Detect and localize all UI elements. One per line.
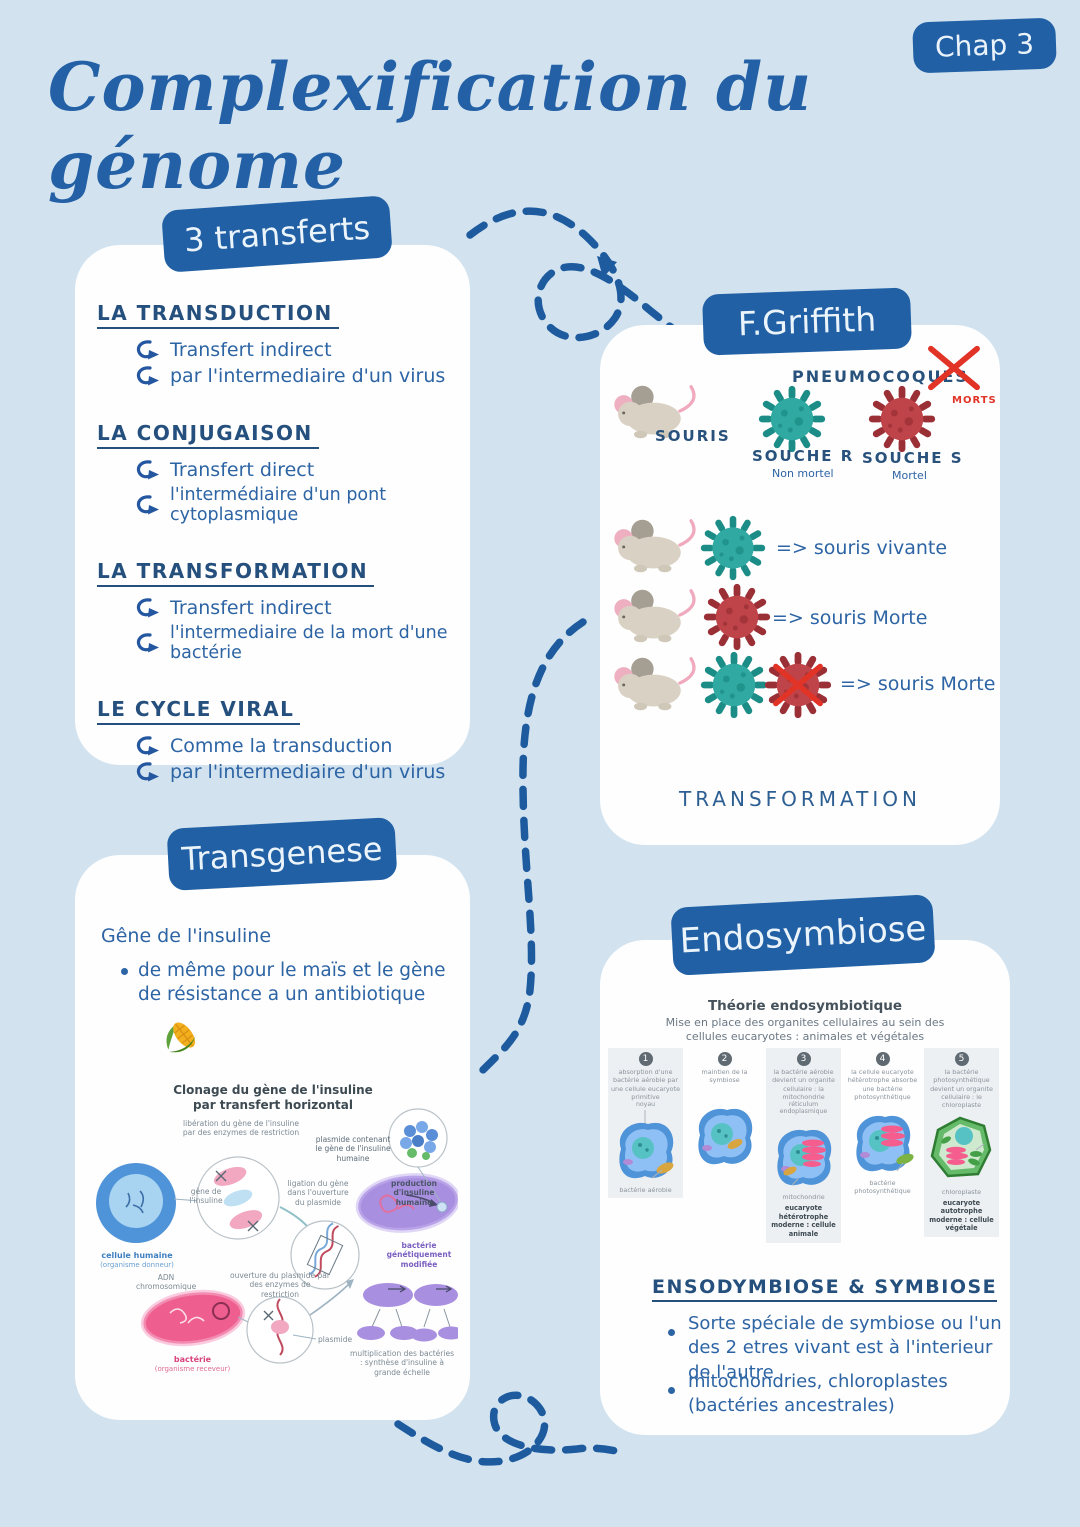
- uturn-arrow-icon: [135, 340, 161, 360]
- bullet-dot: [668, 1329, 675, 1336]
- uturn-arrow-icon: [135, 598, 161, 618]
- section-item: l'intermediaire de la mort d'une bactéri…: [170, 623, 448, 663]
- label-bacterie-modifiee: bactérie génétiquement modifiée: [386, 1241, 452, 1269]
- chapter-badge: Chap 3: [912, 17, 1057, 74]
- section-item: par l'intermediaire d'un virus: [170, 761, 446, 783]
- transgenese-intro: Gêne de l'insuline: [101, 925, 272, 947]
- transgenese-bullet: de même pour le maïs et le gène de résis…: [121, 959, 451, 1007]
- diagram-shapes: [96, 1108, 458, 1364]
- diagram-title: Clonage du gène de l'insuline par transf…: [173, 1083, 373, 1112]
- endo-step-5: 5 la bactérie photosynthétique devient u…: [924, 1048, 999, 1237]
- label-plasmide-contenant: plasmide contenant le gène de l'insuline…: [315, 1135, 391, 1163]
- connector-middle: [477, 618, 587, 1076]
- cell-illustration: [689, 1094, 759, 1166]
- bullet-dot: [668, 1387, 675, 1394]
- virus-red-icon: [703, 583, 771, 651]
- transfers-section-cycle-viral: LE CYCLE VIRAL Comme la transduction par…: [97, 697, 470, 783]
- virus-teal-icon: [700, 651, 768, 719]
- section-heading: LA TRANSFORMATION: [97, 559, 375, 587]
- label-plasmide: plasmide: [318, 1335, 353, 1344]
- bullet-dot: [121, 968, 128, 975]
- mouse-icon: [608, 517, 703, 575]
- section-heading: LE CYCLE VIRAL: [97, 697, 301, 725]
- section-heading: LA TRANSDUCTION: [97, 301, 339, 329]
- cell-illustration: [847, 1101, 914, 1172]
- noyau-label: noyau: [635, 1101, 656, 1109]
- souche-s-label: SOUCHE S: [862, 449, 964, 467]
- endo-symbiose-heading: ENSODYMBIOSE & SYMBIOSE: [652, 1276, 998, 1302]
- page-title: Complexification du génome: [48, 48, 813, 204]
- row1-result: => souris vivante: [776, 537, 948, 559]
- griffith-badge: F.Griffith: [701, 287, 913, 356]
- mouse-icon: [608, 587, 703, 645]
- connector-arrowhead: [597, 256, 617, 278]
- label-ouverture: ouverture du plasmide par des enzymes de…: [230, 1271, 330, 1299]
- row3-result: => souris Morte: [840, 673, 996, 695]
- uturn-arrow-icon: [135, 366, 161, 386]
- uturn-arrow-icon: [135, 460, 161, 480]
- transfers-section-transformation: LA TRANSFORMATION Transfert indirect l'i…: [97, 559, 470, 663]
- section-heading: LA CONJUGAISON: [97, 421, 319, 449]
- cell-illustration: [930, 1116, 992, 1177]
- theory-title: Théorie endosymbiotique: [707, 998, 903, 1014]
- endo-step-3: 3 la bactérie aérobie devient un organit…: [766, 1048, 841, 1243]
- transfers-section-conjugaison: LA CONJUGAISON Transfert direct l'interm…: [97, 421, 470, 525]
- endo-step-2: 2 maintien de la symbiose: [687, 1048, 762, 1174]
- endo-step-1: 1 absorption d'une bactérie aérobie par …: [608, 1048, 683, 1199]
- red-x-icon: [770, 661, 826, 709]
- section-item: Transfert indirect: [170, 597, 332, 619]
- label-production: production d'insuline humaine: [390, 1179, 438, 1207]
- mouse-icon: [608, 655, 703, 713]
- label-gene-insuline: gène de l'insuline: [189, 1187, 223, 1206]
- insulin-cloning-diagram: Clonage du gène de l'insuline par transf…: [88, 1083, 458, 1413]
- transfers-section-transduction: LA TRANSDUCTION Transfert indirect par l…: [97, 301, 470, 387]
- uturn-arrow-icon: [135, 495, 161, 515]
- transformation-label: TRANSFORMATION: [679, 787, 921, 811]
- transgenese-card: Gêne de l'insuline de même pour le maïs …: [75, 855, 470, 1420]
- section-item: Transfert direct: [170, 459, 315, 481]
- endo-bullet-2: mitochondries, chloroplastes (bactéries …: [688, 1371, 948, 1417]
- endo-bullet-1: Sorte spéciale de symbiose ou l'un des 2…: [688, 1313, 1002, 1383]
- row2-result: => souris Morte: [772, 607, 928, 629]
- uturn-arrow-icon: [135, 736, 161, 756]
- label-liberation: libération du gène de l'insuline par des…: [182, 1119, 300, 1138]
- endosymbiose-card: Théorie endosymbiotique Mise en place de…: [600, 940, 1010, 1435]
- transfers-card: LA TRANSDUCTION Transfert indirect par l…: [75, 245, 470, 783]
- souris-label: SOURIS: [655, 427, 731, 445]
- endo-step-4: 4 la cellule eucaryote hétérotrophe abso…: [847, 1052, 918, 1196]
- morts-label: MORTS: [952, 395, 997, 406]
- pneumocoques-label: PNEUMOCOQUES: [792, 367, 969, 386]
- cell-illustration: [610, 1110, 674, 1179]
- label-multiplication: multiplication des bactéries : synthèse …: [350, 1349, 454, 1377]
- cell-illustration: [768, 1115, 838, 1186]
- virus-teal-icon: [700, 515, 766, 581]
- section-item: par l'intermediaire d'un virus: [170, 365, 446, 387]
- reticulum-label: réticulum endoplasmique: [779, 1101, 828, 1116]
- souche-s-virus-icon: [868, 385, 936, 453]
- endosymbiose-badge: Endosymbiose: [670, 894, 936, 976]
- transgenese-badge: Transgenese: [166, 817, 398, 891]
- section-item: Comme la transduction: [170, 735, 393, 757]
- souche-r-virus-icon: [758, 385, 826, 453]
- label-ligation: ligation du gène dans l'ouverture du pla…: [287, 1179, 349, 1207]
- label-bacterie: bactérie (organisme receveur): [154, 1355, 231, 1373]
- theory-subtitle: Mise en place des organites cellulaires …: [665, 1016, 945, 1044]
- connector-top: [466, 207, 676, 342]
- griffith-card: PNEUMOCOQUES MORTS SOURIS SOUCHE R Non m…: [600, 325, 1000, 845]
- section-item: Transfert indirect: [170, 339, 332, 361]
- uturn-arrow-icon: [135, 633, 161, 653]
- souche-r-sub: Non mortel: [772, 467, 834, 480]
- endosymbiose-steps: 1 absorption d'une bactérie aérobie par …: [608, 1048, 1004, 1243]
- label-adn: ADN chromosomique: [136, 1273, 197, 1292]
- section-item: l'intermédiaire d'un pont cytoplasmique: [170, 485, 387, 525]
- uturn-arrow-icon: [135, 762, 161, 782]
- label-cellule-humaine: cellule humaine (organisme donneur): [100, 1251, 174, 1269]
- souche-s-sub: Mortel: [892, 469, 927, 482]
- corn-icon: [161, 1013, 203, 1055]
- souche-r-label: SOUCHE R: [752, 447, 855, 465]
